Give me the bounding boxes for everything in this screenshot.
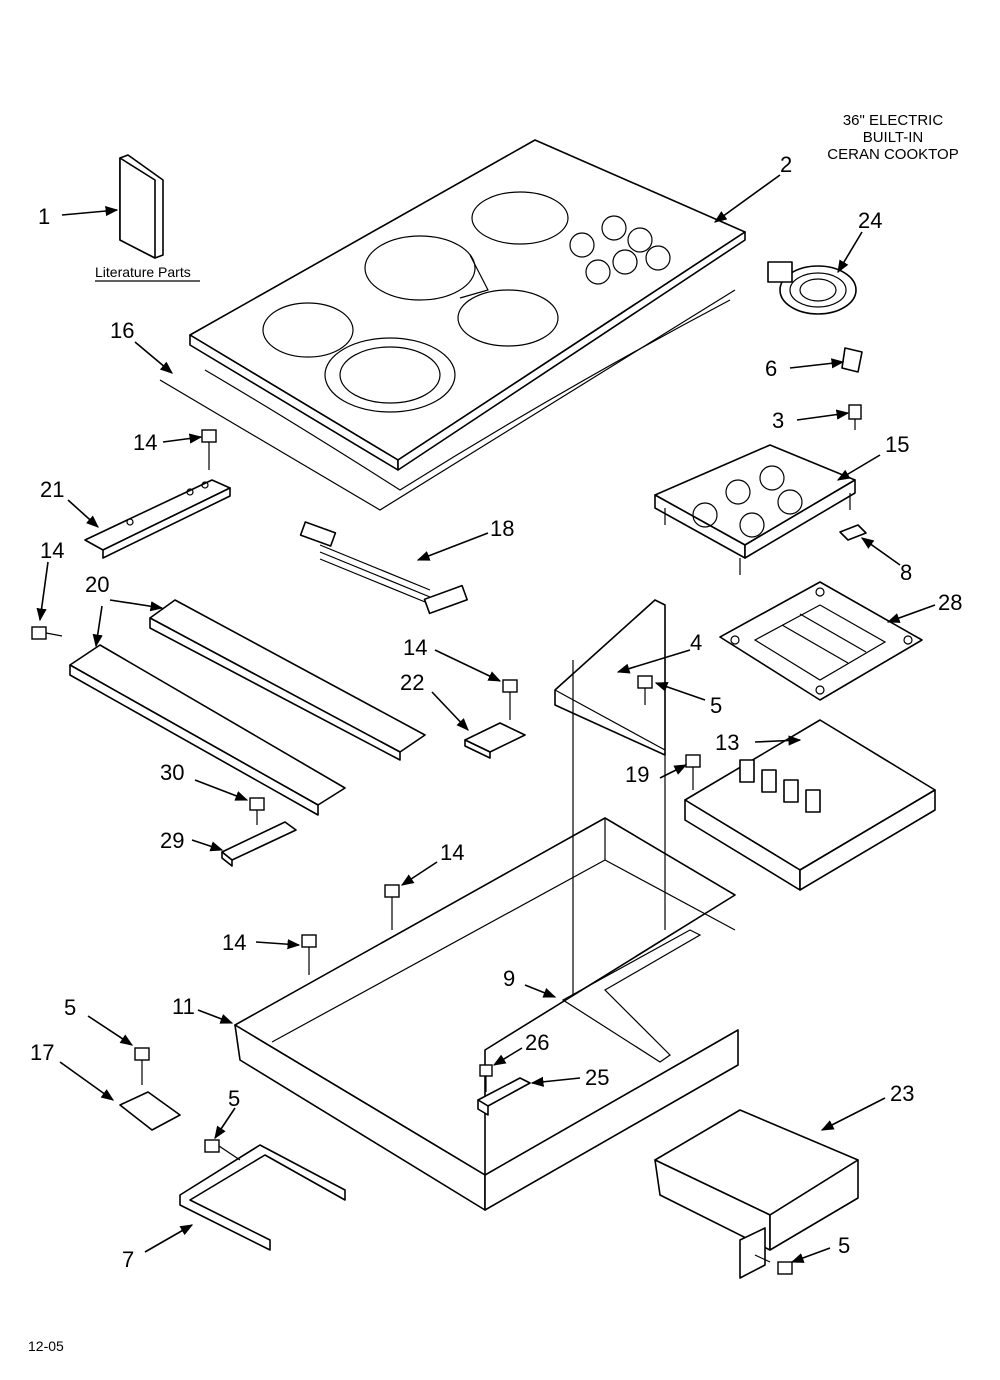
callout-7: 7 <box>122 1247 134 1272</box>
callout-29: 29 <box>160 828 184 853</box>
callout-26: 26 <box>525 1030 549 1055</box>
footer-code: 12-05 <box>28 1338 64 1354</box>
part-control-board <box>654 444 856 575</box>
callout-2: 2 <box>780 152 792 177</box>
title-line-2: BUILT-IN <box>863 129 924 146</box>
part-junction-box <box>654 1109 859 1279</box>
callout-3: 3 <box>772 408 784 433</box>
title-line-1: 36" ELECTRIC <box>843 112 944 129</box>
screw-26 <box>479 1064 493 1092</box>
callout-14d: 14 <box>440 840 464 865</box>
callout-18: 18 <box>490 516 514 541</box>
part-channel-rail-upper <box>149 599 426 761</box>
part-relay-board <box>684 719 936 891</box>
part-housing-box <box>234 817 739 1211</box>
diagram-title: 36" ELECTRIC BUILT-IN CERAN COOKTOP <box>827 112 958 163</box>
callout-13: 13 <box>715 730 739 755</box>
callout-4: 4 <box>690 630 702 655</box>
part-bracket-21 <box>84 479 231 559</box>
screw-5-bracket <box>204 1139 241 1161</box>
screw-30 <box>249 797 265 825</box>
leader-lines <box>36 174 936 1263</box>
callout-5a: 5 <box>710 693 722 718</box>
callout-14e: 14 <box>222 930 246 955</box>
callout-6: 6 <box>765 356 777 381</box>
callout-24: 24 <box>858 208 882 233</box>
callout-22: 22 <box>400 670 424 695</box>
callout-25: 25 <box>585 1065 609 1090</box>
part-mounting-tray <box>719 581 923 701</box>
callout-9: 9 <box>503 966 515 991</box>
callout-20: 20 <box>85 572 109 597</box>
callout-17: 17 <box>30 1040 54 1065</box>
screw-14-top <box>201 429 217 470</box>
title-line-3: CERAN COOKTOP <box>827 146 958 163</box>
callout-5d: 5 <box>838 1233 850 1258</box>
part-screw-3 <box>848 404 862 430</box>
literature-caption: Literature Parts <box>95 264 191 280</box>
part-small-bracket-8 <box>839 524 867 541</box>
callout-1: 1 <box>38 204 50 229</box>
screw-14-box-right <box>384 884 400 930</box>
screw-19 <box>685 754 701 790</box>
part-glass-cooktop <box>189 139 746 471</box>
screw-14-left <box>31 626 63 640</box>
part-ribbon-cable <box>299 521 468 615</box>
part-bracket-22 <box>464 722 526 759</box>
callout-5c: 5 <box>228 1086 240 1111</box>
screw-5-shield <box>637 675 653 705</box>
callout-8: 8 <box>900 560 912 585</box>
screw-5-plate <box>134 1047 150 1085</box>
screw-14-mid <box>502 679 518 720</box>
callout-30: 30 <box>160 760 184 785</box>
part-plate-29 <box>221 821 297 867</box>
callout-23: 23 <box>890 1081 914 1106</box>
callout-numbers: 1 2 24 16 6 3 14 15 21 18 14 8 20 28 14 … <box>30 152 962 1272</box>
part-terminal-block <box>477 1077 531 1116</box>
callout-14b: 14 <box>40 538 64 563</box>
callout-14a: 14 <box>133 430 157 455</box>
callout-28: 28 <box>938 590 962 615</box>
callout-21: 21 <box>40 477 64 502</box>
callout-5b: 5 <box>64 995 76 1020</box>
callout-14c: 14 <box>403 635 427 660</box>
part-front-bracket <box>179 1144 346 1251</box>
screw-5-junction <box>754 1254 793 1275</box>
part-surface-element <box>767 261 857 315</box>
part-cooktop-seal <box>159 289 736 511</box>
part-clip <box>841 347 863 373</box>
callout-11: 11 <box>172 994 195 1019</box>
callout-16: 16 <box>110 318 134 343</box>
screw-14-box-left <box>301 934 317 975</box>
part-plate-17 <box>119 1091 181 1131</box>
callout-15: 15 <box>885 432 909 457</box>
part-support-bracket <box>561 660 702 1063</box>
part-channel-rail-lower <box>69 644 346 816</box>
part-literature-booklet: Literature Parts <box>95 154 200 282</box>
callout-19: 19 <box>625 762 649 787</box>
